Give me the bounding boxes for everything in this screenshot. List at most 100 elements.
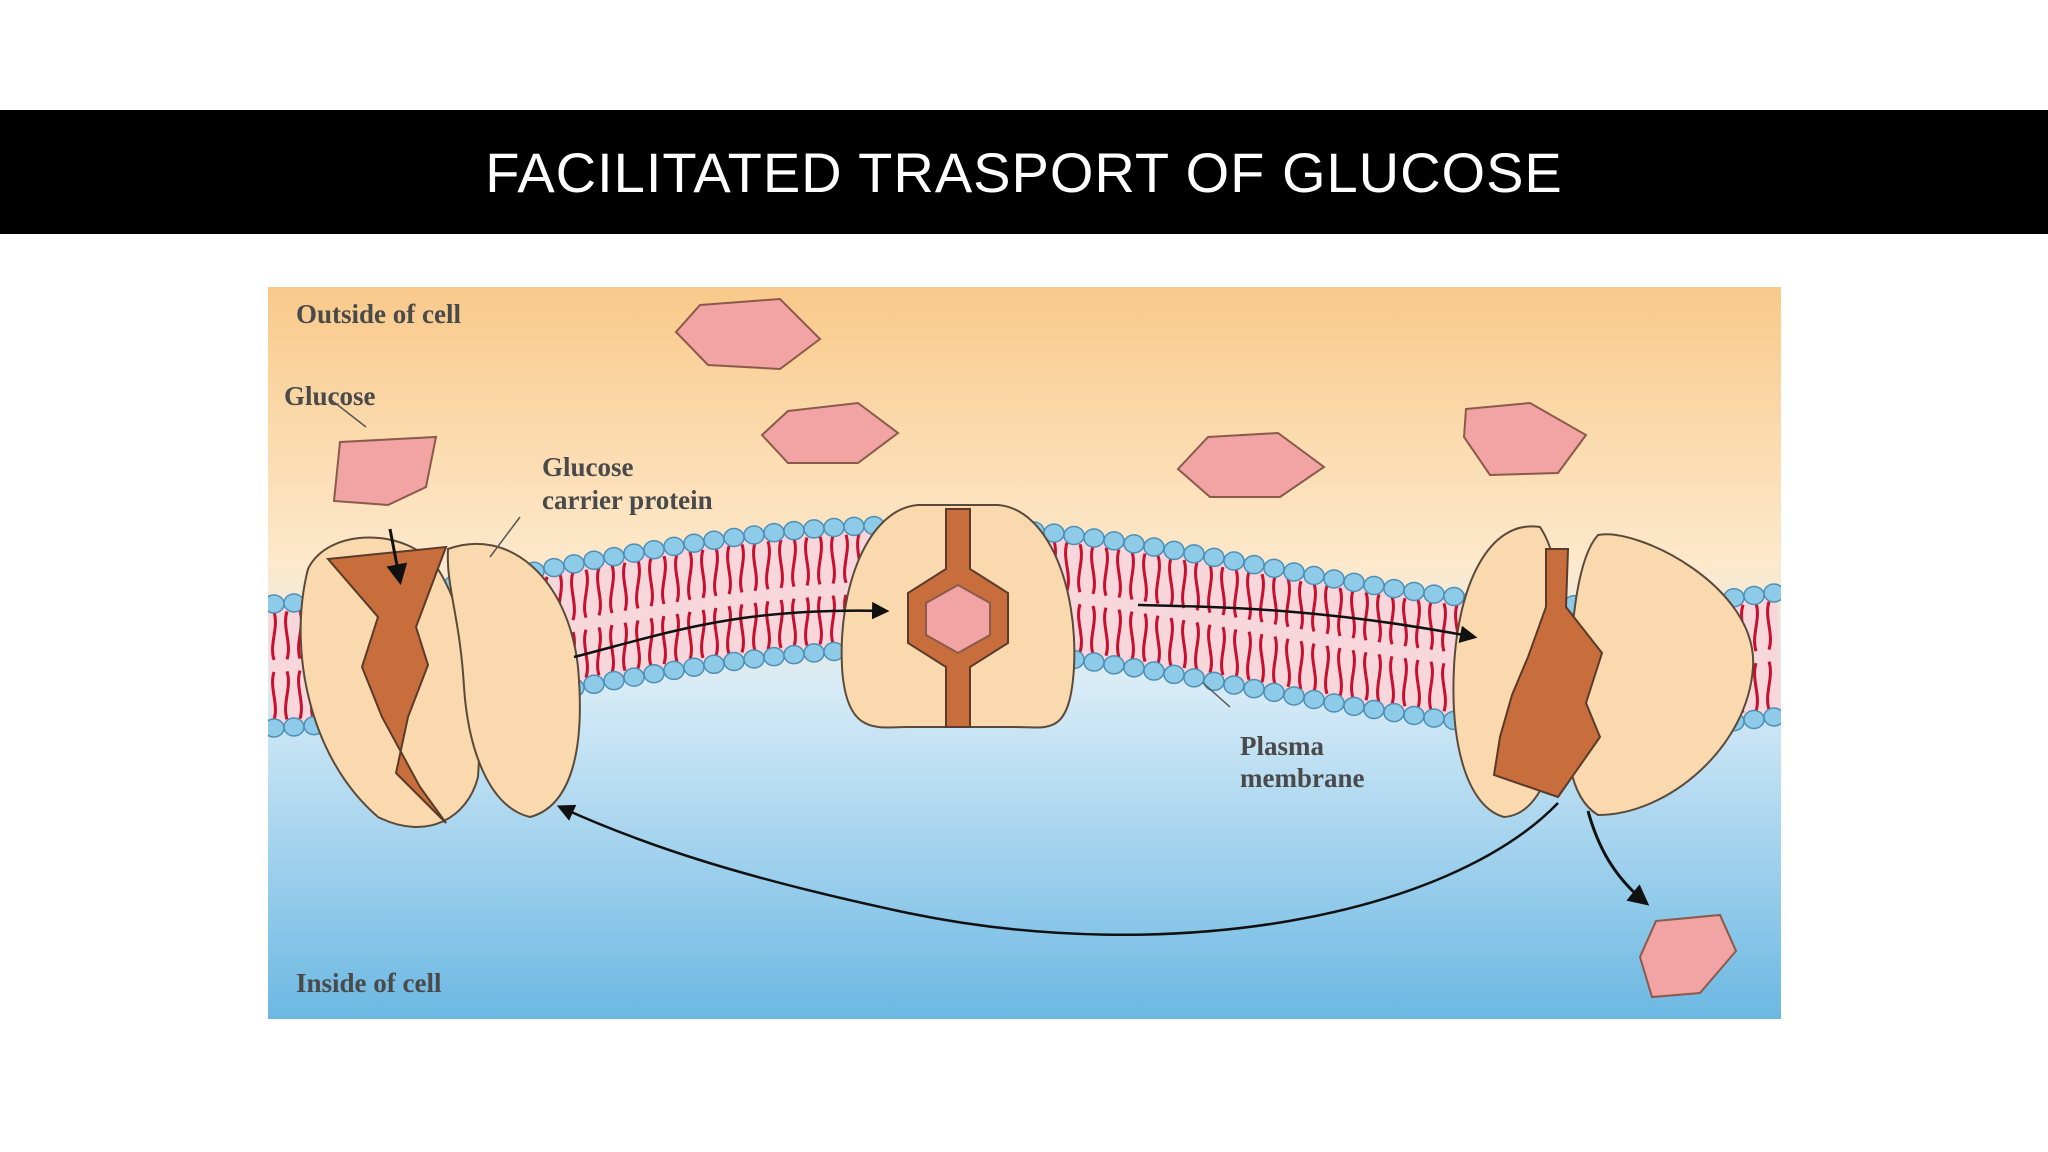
- lipid-head: [543, 557, 565, 578]
- lipid-tail: [1428, 661, 1434, 711]
- lipid-tail: [648, 557, 654, 607]
- lipid-head: [1263, 558, 1285, 579]
- lipid-head: [643, 539, 665, 560]
- lipid-head: [1743, 709, 1765, 730]
- lipid-head: [268, 718, 285, 738]
- carrier-protein-label: Glucose: [542, 452, 634, 482]
- lipid-tail: [1337, 587, 1343, 637]
- lipid-head: [703, 654, 725, 675]
- lipid-tail: [1064, 542, 1070, 592]
- lipid-tail: [609, 624, 615, 674]
- glucose-molecule-outside: [332, 435, 438, 507]
- lipid-tail: [1077, 603, 1083, 653]
- lipid-head: [1423, 584, 1445, 604]
- lipid-head: [1763, 707, 1781, 727]
- lipid-tail: [1337, 647, 1343, 697]
- lipid-tail: [1415, 599, 1421, 649]
- lipid-head: [1203, 547, 1225, 568]
- lipid-tail: [830, 535, 836, 585]
- lipid-head: [763, 522, 785, 543]
- lipid-tail: [674, 553, 680, 603]
- lipid-tail: [726, 545, 732, 595]
- lipid-tail: [1753, 662, 1759, 712]
- glucose-molecule-bound: [925, 583, 991, 655]
- lipid-tail: [1272, 576, 1278, 625]
- lipid-tail: [661, 555, 667, 605]
- lipid-tail: [583, 569, 589, 619]
- lipid-tail: [1259, 633, 1265, 683]
- lipid-tail: [778, 539, 784, 589]
- lipid-tail: [1090, 545, 1096, 595]
- glucose-release-arrow: [1586, 810, 1650, 906]
- facilitated-transport-diagram: Outside of cell Glucose Glucose carrier …: [268, 287, 1781, 1019]
- lipid-tail: [1168, 617, 1174, 667]
- lipid-tail: [1155, 615, 1161, 665]
- lipid-tail: [739, 544, 745, 593]
- lipid-tail: [804, 537, 810, 586]
- lipid-tail: [1363, 591, 1369, 641]
- carrier-protein-open-outside: [299, 536, 581, 828]
- lipid-tail: [674, 613, 680, 663]
- lipid-head: [1063, 525, 1085, 546]
- lipid-tail: [1181, 619, 1187, 669]
- lipid-head: [663, 536, 685, 557]
- glucose-label: Glucose: [284, 381, 376, 411]
- lipid-head: [1243, 678, 1265, 699]
- lipid-tail: [1766, 601, 1772, 651]
- glucose-molecule-outside: [1462, 401, 1588, 477]
- lipid-tail: [1350, 649, 1356, 699]
- lipid-tail: [622, 562, 628, 612]
- lipid-tail: [1376, 593, 1382, 643]
- lipid-head: [823, 517, 845, 538]
- glucose-molecule-outside: [674, 297, 822, 371]
- lipid-tail: [1116, 549, 1122, 599]
- lipid-head: [1743, 585, 1765, 606]
- lipid-tail: [1766, 661, 1772, 711]
- lipid-tail: [700, 549, 706, 599]
- lipid-tail: [284, 610, 290, 660]
- lipid-tail: [1246, 631, 1252, 681]
- lipid-tail: [713, 547, 719, 597]
- lipid-head: [1283, 686, 1305, 706]
- lipid-head: [1343, 572, 1365, 593]
- lipid-head: [1123, 534, 1145, 554]
- lipid-tail: [687, 551, 693, 601]
- lipid-tail: [1376, 653, 1382, 703]
- lipid-tail: [1311, 583, 1317, 632]
- lipid-head: [1223, 675, 1245, 695]
- lipid-head: [843, 516, 865, 537]
- lipid-head: [563, 554, 585, 574]
- lipid-head: [603, 546, 625, 567]
- lipid-tail: [1129, 611, 1135, 661]
- lipid-head: [743, 525, 765, 545]
- lipid-tail: [1181, 559, 1187, 609]
- lipid-head: [1283, 562, 1305, 582]
- lipid-tail: [817, 536, 823, 585]
- lipid-head: [803, 643, 825, 663]
- lipid-tail: [1272, 636, 1278, 685]
- carrier-reset-arrow: [556, 802, 1559, 936]
- lipid-head: [1183, 668, 1205, 688]
- lipid-head: [583, 674, 605, 695]
- conformation-arrow-2: [1137, 603, 1478, 643]
- lipid-head: [1163, 664, 1185, 685]
- lipid-tail: [1155, 555, 1161, 605]
- lipid-head: [1203, 671, 1225, 692]
- lipid-head: [1443, 586, 1465, 607]
- lipid-tail: [1324, 645, 1330, 695]
- lipid-head: [1143, 661, 1165, 681]
- glucose-entry-arrow: [386, 528, 408, 586]
- lipid-head: [283, 717, 305, 737]
- lipid-head: [723, 651, 745, 672]
- lipid-head: [723, 527, 745, 548]
- lipid-tail: [1285, 578, 1291, 628]
- slide-title: FACILITATED TRASPORT OF GLUCOSE: [485, 140, 1563, 204]
- lipid-tail: [1402, 597, 1408, 647]
- lipid-head: [663, 660, 685, 681]
- lipid-tail: [765, 540, 771, 590]
- lipid-head: [1383, 578, 1405, 599]
- lipid-head: [1123, 658, 1145, 678]
- lipid-head: [703, 530, 725, 551]
- lipid-head: [783, 644, 805, 665]
- lipid-head: [763, 646, 785, 667]
